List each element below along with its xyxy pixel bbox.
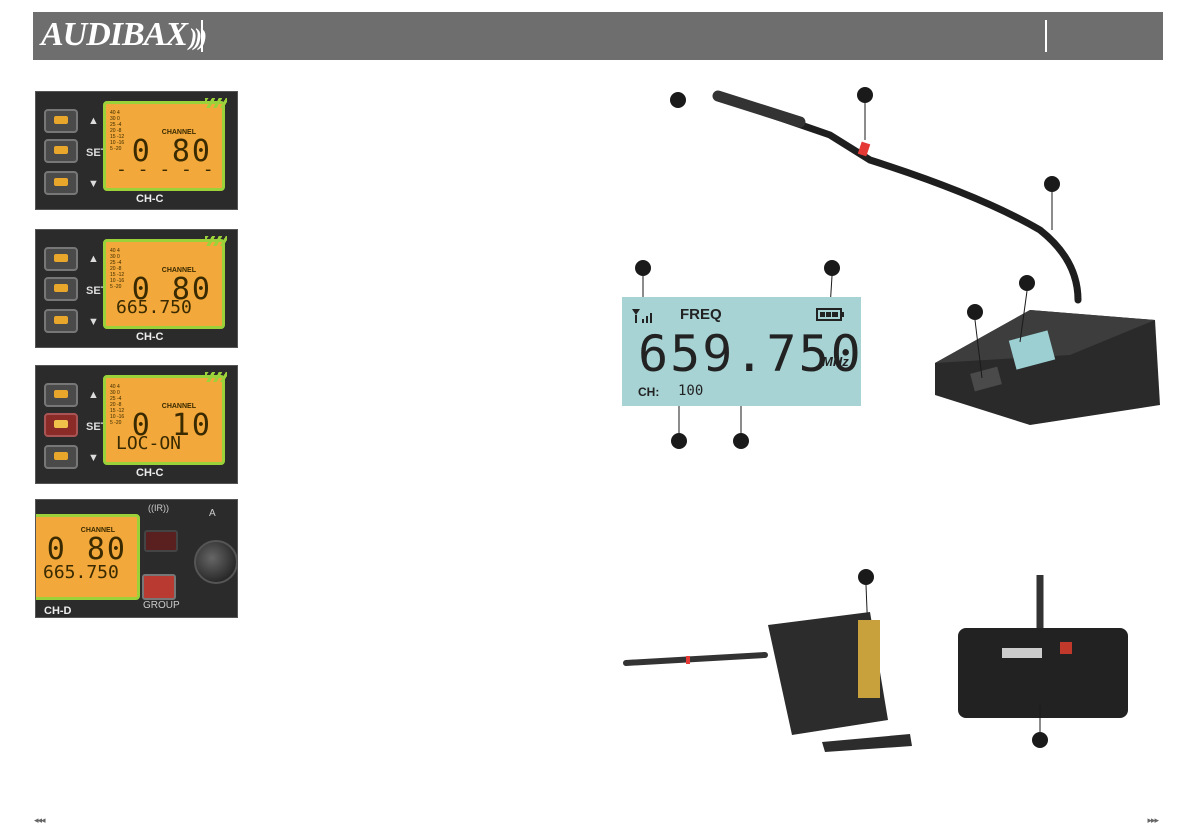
callout-marker bbox=[1032, 732, 1048, 748]
set-button[interactable] bbox=[44, 139, 78, 163]
callout-marker bbox=[858, 569, 874, 585]
channel-name: CH-C bbox=[136, 331, 164, 343]
channel-number: 0 80 bbox=[131, 134, 212, 169]
callout-marker bbox=[1044, 176, 1060, 192]
display-lcd: FREQ 659.750 MHz CH: 100 bbox=[622, 297, 861, 406]
down-arrow-icon: ▼ bbox=[88, 316, 99, 328]
set-button[interactable] bbox=[44, 277, 78, 301]
callout-marker bbox=[967, 304, 983, 320]
down-button[interactable] bbox=[44, 445, 78, 469]
up-button[interactable] bbox=[44, 109, 78, 133]
base-underside bbox=[958, 628, 1128, 718]
set-label: SET bbox=[86, 147, 108, 159]
prev-page-arrows[interactable]: ◂◂◂ bbox=[34, 815, 46, 825]
gooseneck bbox=[716, 93, 1082, 304]
down-button[interactable] bbox=[44, 171, 78, 195]
channel-name: CH-D bbox=[44, 605, 72, 617]
set-label: SET bbox=[86, 285, 108, 297]
channel-name: CH-C bbox=[136, 193, 164, 205]
ir-sensor bbox=[144, 530, 178, 552]
knob-label: A bbox=[209, 508, 216, 519]
receiver-panel-4: CHANNEL 0 80 665.750 ((IR)) GROUP A CH-D bbox=[35, 499, 238, 618]
set-button-active[interactable] bbox=[44, 413, 78, 437]
header-divider bbox=[201, 20, 203, 52]
frequency-unit: MHz bbox=[822, 354, 849, 369]
callout-marker bbox=[671, 433, 687, 449]
battery-cover bbox=[822, 734, 912, 752]
battery-slot bbox=[858, 620, 880, 698]
brand-logo: AUDIBAX))) bbox=[41, 16, 207, 53]
frequency-readout: 665.750 bbox=[43, 562, 119, 583]
frequency-value: 659.750 bbox=[638, 325, 863, 383]
next-page-arrows[interactable]: ▸▸▸ bbox=[1147, 815, 1159, 825]
up-button[interactable] bbox=[44, 247, 78, 271]
panel-lcd: CHANNEL 0 80 665.750 bbox=[36, 514, 140, 600]
stripes-decoration bbox=[205, 98, 227, 108]
callout-marker bbox=[824, 260, 840, 276]
frequency-readout: - - - - - bbox=[116, 159, 214, 180]
callout-marker bbox=[857, 87, 873, 103]
callout-marker bbox=[670, 92, 686, 108]
channel-name: CH-C bbox=[136, 467, 164, 479]
group-label: GROUP bbox=[143, 600, 180, 611]
battery-icon bbox=[816, 308, 844, 321]
channel-label: CHANNEL bbox=[161, 129, 196, 136]
frequency-readout: 665.750 bbox=[116, 297, 192, 318]
channel-number: 0 80 bbox=[131, 272, 212, 307]
group-button[interactable] bbox=[142, 574, 176, 600]
ir-label: ((IR)) bbox=[148, 503, 169, 513]
microphone-illustration bbox=[623, 87, 1160, 752]
volume-knob[interactable] bbox=[194, 540, 237, 584]
channel-label: CHANNEL bbox=[161, 403, 196, 410]
up-arrow-icon: ▲ bbox=[88, 253, 99, 265]
red-ring bbox=[857, 141, 871, 157]
base-button bbox=[970, 366, 1002, 392]
set-label: SET bbox=[86, 421, 108, 433]
signal-icon bbox=[632, 309, 652, 323]
up-button[interactable] bbox=[44, 383, 78, 407]
down-arrow-icon: ▼ bbox=[88, 178, 99, 190]
channel-label: CH: bbox=[638, 385, 660, 399]
lock-status: LOC-ON bbox=[116, 433, 182, 454]
down-button[interactable] bbox=[44, 309, 78, 333]
stripes-decoration bbox=[205, 236, 227, 246]
channel-value: 100 bbox=[678, 383, 704, 399]
up-arrow-icon: ▲ bbox=[88, 115, 99, 127]
channel-number: 0 80 bbox=[46, 532, 127, 567]
callout-marker bbox=[1019, 275, 1035, 291]
header-bar: AUDIBAX))) bbox=[33, 12, 1163, 60]
down-arrow-icon: ▼ bbox=[88, 452, 99, 464]
channel-label: CHANNEL bbox=[80, 527, 115, 534]
callout-marker bbox=[635, 260, 651, 276]
up-arrow-icon: ▲ bbox=[88, 389, 99, 401]
callout-marker bbox=[733, 433, 749, 449]
header-divider bbox=[1045, 20, 1047, 52]
channel-number: 0 10 bbox=[131, 408, 212, 443]
channel-label: CHANNEL bbox=[161, 267, 196, 274]
mic-head bbox=[712, 90, 806, 128]
stripes-decoration bbox=[205, 372, 227, 382]
freq-label: FREQ bbox=[680, 306, 722, 323]
short-mic bbox=[623, 652, 768, 666]
